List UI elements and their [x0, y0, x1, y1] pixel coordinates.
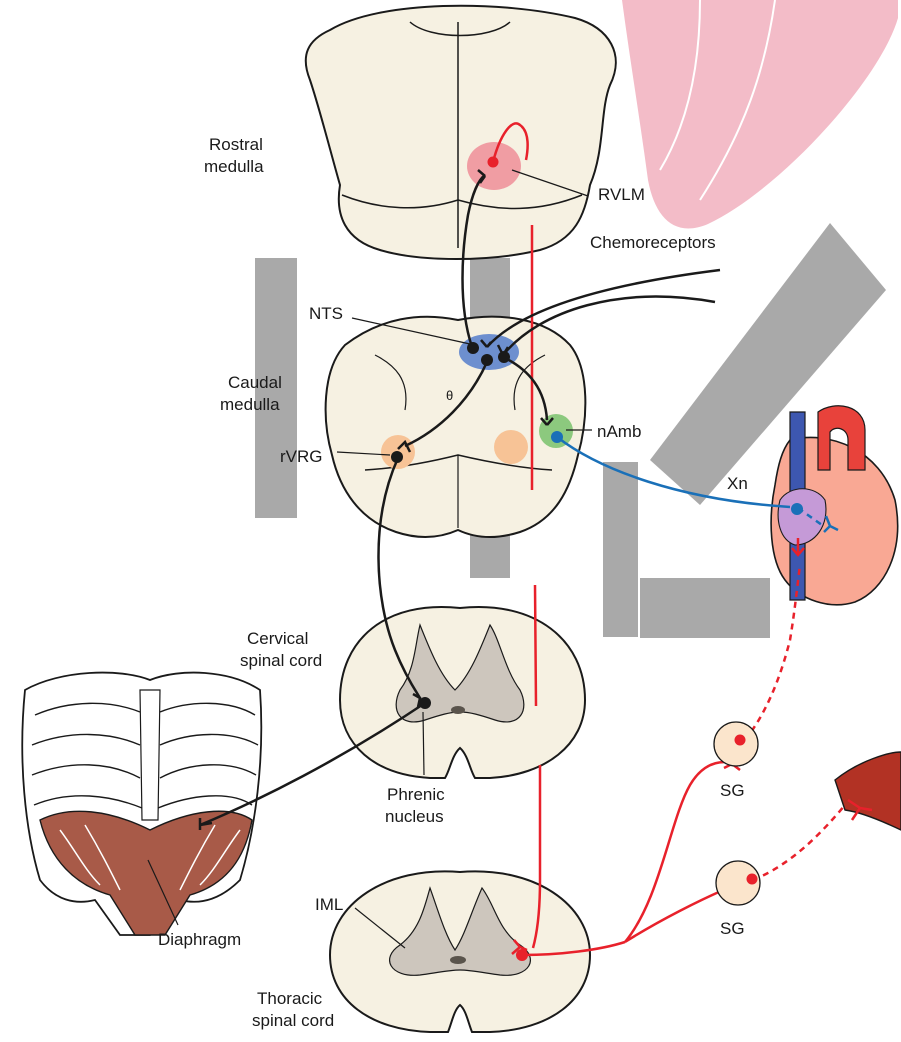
label-ventricle: θ	[446, 388, 453, 403]
label-sg-upper: SG	[720, 781, 745, 800]
phrenic-neuron	[419, 697, 431, 709]
label-diaphragm: Diaphragm	[158, 930, 241, 949]
label-rvrg: rVRG	[280, 447, 323, 466]
label-rostral-medulla-2: medulla	[204, 157, 264, 176]
namb-neuron	[551, 431, 563, 443]
watermark-gray-block-1	[603, 462, 638, 637]
lower-sg-neuron	[747, 874, 758, 885]
rostral-medulla-outline	[306, 6, 616, 259]
label-nts: NTS	[309, 304, 343, 323]
label-iml: IML	[315, 895, 343, 914]
label-sg-lower: SG	[720, 919, 745, 938]
upper-sg-neuron	[735, 735, 746, 746]
rvlm-neuron	[488, 157, 499, 168]
label-caudal-medulla-2: medulla	[220, 395, 280, 414]
thoracic-cord-section	[330, 871, 590, 1032]
postganglionic-to-vessel	[753, 805, 845, 880]
label-cervical-cord-1: Cervical	[247, 629, 308, 648]
label-namb: nAmb	[597, 422, 641, 441]
thoracic-cord-canal	[450, 956, 466, 964]
rostral-medulla-section	[306, 6, 616, 259]
label-thoracic-cord-2: spinal cord	[252, 1011, 334, 1030]
nts-neuron-2	[481, 354, 493, 366]
blood-vessel-illustration	[835, 752, 901, 830]
preganglionic-to-lower-sg	[625, 888, 728, 942]
leader-lines	[337, 170, 592, 948]
label-caudal-medulla-1: Caudal	[228, 373, 282, 392]
cervical-cord-canal	[451, 706, 465, 714]
rvrg-neuron	[391, 451, 403, 463]
label-cervical-cord-2: spinal cord	[240, 651, 322, 670]
label-phrenic-2: nucleus	[385, 807, 444, 826]
watermark-pink-shape	[622, 0, 898, 228]
ribcage-illustration	[22, 673, 261, 935]
label-rvlm: RVLM	[598, 185, 645, 204]
caudal-medulla-section	[326, 317, 586, 537]
label-thoracic-cord-1: Thoracic	[257, 989, 323, 1008]
nts-neuron-3	[498, 351, 510, 363]
preganglionic-to-upper-sg	[625, 762, 725, 942]
label-phrenic-1: Phrenic	[387, 785, 445, 804]
label-chemoreceptors: Chemoreceptors	[590, 233, 716, 252]
label-rostral-medulla-1: Rostral	[209, 135, 263, 154]
watermark-gray-block-2	[640, 578, 770, 638]
vessel-tube	[835, 752, 901, 830]
upper-sg-ganglion	[714, 722, 758, 766]
iml-neuron	[516, 949, 528, 961]
label-xn: Xn	[727, 474, 748, 493]
ribcage-sternum	[140, 690, 160, 820]
cervical-cord-section	[340, 607, 585, 778]
rvrg-zone-right	[494, 430, 528, 464]
heart-illustration	[771, 406, 897, 605]
cardiac-ganglion-neuron	[791, 503, 803, 515]
diaphragm-muscle	[40, 811, 252, 935]
